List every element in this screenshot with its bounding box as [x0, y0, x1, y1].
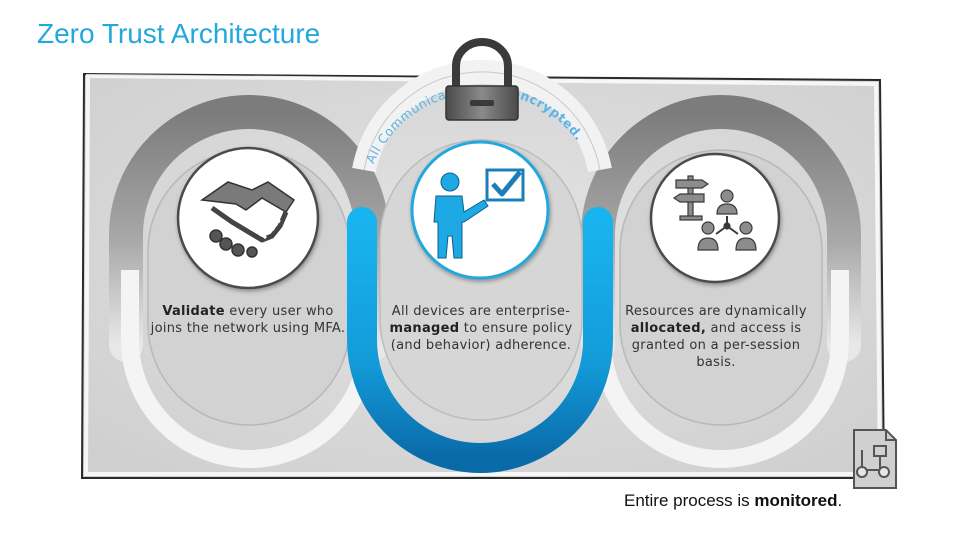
pillar-managed-text: All devices are enterprise-managed to en…	[389, 304, 573, 353]
monitoring-document-icon	[853, 429, 897, 489]
presenter-checkbox-icon	[433, 168, 525, 259]
page-title: Zero Trust Architecture	[37, 18, 321, 49]
pillar-validate-text: Validate every user who joins the networ…	[150, 304, 346, 336]
right-arch	[581, 95, 861, 362]
handshake-icon	[199, 181, 296, 258]
signpost-people-icon	[672, 175, 757, 251]
left-arch	[109, 95, 389, 362]
monitoring-caption: Entire process is monitored.	[624, 491, 843, 510]
pillar-allocated-text: Resources are dynamically allocated, and…	[625, 304, 807, 370]
padlock-icon	[445, 38, 519, 121]
encryption-band	[347, 207, 613, 473]
